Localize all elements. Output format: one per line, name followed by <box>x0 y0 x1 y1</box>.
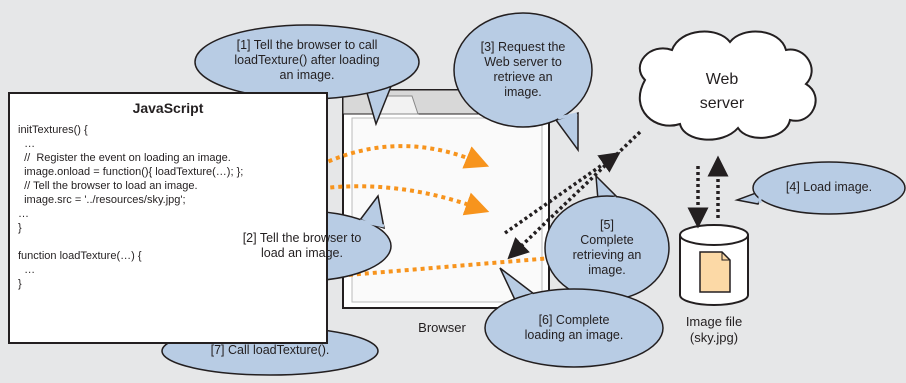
code-line: … <box>18 138 36 150</box>
browser-label: Browser <box>418 320 466 335</box>
code-line: // Tell the browser to load an image. <box>18 180 198 192</box>
bubble-1-text: [1] Tell the browser to call loadTexture… <box>207 38 407 83</box>
javascript-code-box: JavaScript initTextures() { … // Registe… <box>8 92 328 344</box>
code-line: image.src = '../resources/sky.jpg'; <box>18 194 186 206</box>
code-line: } <box>18 278 22 290</box>
bubble-line: retrieve an <box>493 70 553 84</box>
bubble-line: retrieving an <box>572 248 642 262</box>
code-line: … <box>18 208 29 220</box>
bubble-6-shape <box>484 267 664 368</box>
bubble-line: [1] Tell the browser to call <box>236 38 378 52</box>
bubble-3-shape <box>453 12 593 153</box>
bubble-3-text: [3] Request the Web server to retrieve a… <box>465 40 581 100</box>
bubble-1-shape <box>194 24 420 127</box>
bubble-line: an image. <box>279 68 335 82</box>
bubble-line: load an image. <box>260 246 343 260</box>
bubble-4-shape <box>734 161 906 215</box>
code-line: } <box>18 222 22 234</box>
bubble-4-text: [4] Load image. <box>764 180 894 195</box>
arrow-server-to-browser <box>507 130 642 260</box>
code-line: // Register the event on loading an imag… <box>18 152 231 164</box>
web-server-cloud-icon <box>638 30 817 141</box>
bubble-line: image. <box>588 263 626 277</box>
bubble-line: image. <box>504 85 542 99</box>
bubble-2-text: [2] Tell the browser to load an image. <box>222 231 382 261</box>
bubble-line: Web server to <box>484 55 562 69</box>
image-file-label-line: (sky.jpg) <box>689 330 739 345</box>
bubble-line: [7] Call loadTexture(). <box>210 343 330 357</box>
bubble-line: loadTexture() after loading <box>234 53 380 67</box>
bubble-7-text: [7] Call loadTexture(). <box>180 343 360 358</box>
bubble-line: [6] Complete <box>538 313 610 327</box>
web-server-label-line: Web <box>705 71 739 88</box>
code-line: function loadTexture(…) { <box>18 250 142 262</box>
bubble-6-text: [6] Complete loading an image. <box>499 313 649 343</box>
web-server-label-line: server <box>699 95 745 112</box>
bubble-line: [4] Load image. <box>785 180 873 194</box>
bubble-5-shape <box>544 174 670 301</box>
bubble-line: [2] Tell the browser to <box>242 231 362 245</box>
code-line: … <box>18 264 36 276</box>
image-file-cylinder-icon <box>679 224 749 306</box>
image-file-label: Image file (sky.jpg) <box>659 314 769 346</box>
code-line: initTextures() { <box>18 124 88 136</box>
image-file-label-line: Image file <box>685 314 743 329</box>
code-line: image.onload = function(){ loadTexture(…… <box>18 166 244 178</box>
bubble-line: [3] Request the <box>480 40 566 54</box>
web-server-label: Web server <box>672 68 772 116</box>
bubble-line: Complete <box>580 233 634 247</box>
bubble-line: [5] <box>600 218 614 232</box>
bubble-5-text: [5] Complete retrieving an image. <box>552 218 662 278</box>
bubble-line: loading an image. <box>524 328 624 342</box>
arrow-browser-to-server <box>503 151 621 235</box>
javascript-title: JavaScript <box>132 100 204 116</box>
